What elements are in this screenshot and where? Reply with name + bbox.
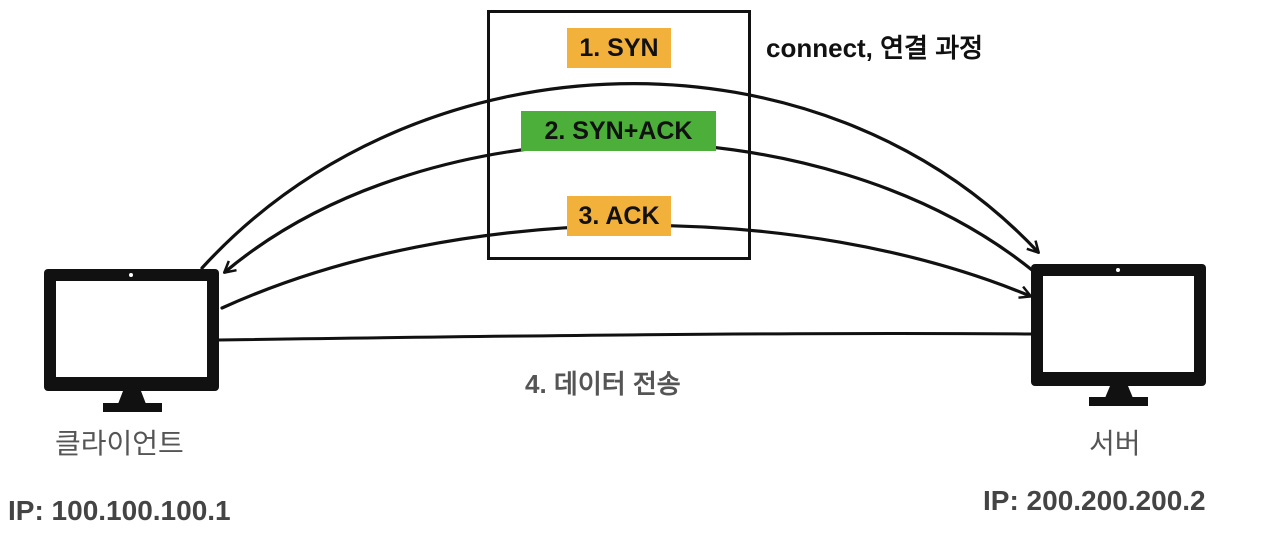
step-syn-ack-label: 2. SYN+ACK — [521, 111, 716, 151]
step-ack-label: 3. ACK — [567, 196, 671, 236]
syn-arrow — [200, 82, 1038, 270]
step-syn-label: 1. SYN — [567, 28, 671, 68]
data-transfer-label: 4. 데이터 전송 — [525, 369, 681, 399]
server-monitor-icon — [1031, 264, 1206, 406]
data-transfer-line — [216, 331, 1036, 342]
client-monitor-icon — [44, 269, 219, 412]
connect-title: connect, 연결 과정 — [766, 33, 984, 63]
handshake-box — [487, 10, 751, 260]
client-name: 클라이언트 — [55, 428, 184, 459]
server-name: 서버 — [1089, 428, 1141, 459]
server-ip: IP: 200.200.200.2 — [983, 485, 1206, 516]
client-ip: IP: 100.100.100.1 — [8, 495, 231, 526]
